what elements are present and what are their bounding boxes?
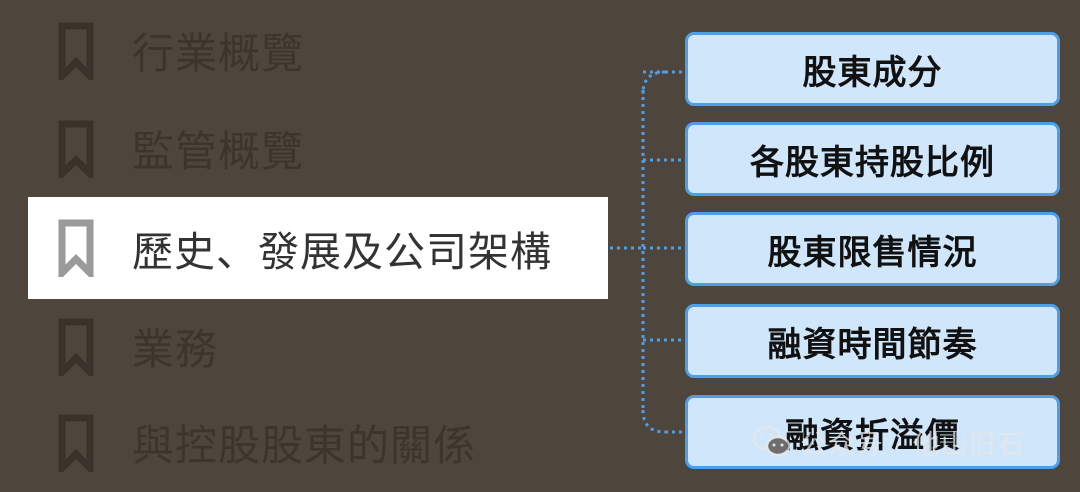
- branch-shareholder-composition: 股東成分: [685, 32, 1060, 106]
- bookmark-icon: [58, 414, 94, 472]
- bookmark-icon: [58, 318, 94, 376]
- bookmark-icon: [58, 22, 94, 80]
- branch-shareholding-ratio: 各股東持股比例: [685, 122, 1060, 196]
- menu-item-label: 業務: [132, 324, 219, 374]
- menu-item-history-structure[interactable]: 歷史、發展及公司架構: [28, 197, 608, 299]
- branch-lockup-status: 股東限售情況: [685, 212, 1060, 286]
- menu-item-label: 歷史、發展及公司架構: [132, 228, 552, 276]
- menu-item-regulatory-overview[interactable]: 監管概覽: [28, 98, 608, 198]
- menu-item-business[interactable]: 業務: [28, 296, 608, 396]
- connector-arc-top: [641, 70, 666, 95]
- watermark: 公众号 · 他山旧石: [752, 420, 1025, 464]
- branch-label: 融資時間節奏: [767, 324, 978, 365]
- menu-item-label: 與控股股東的關係: [132, 420, 477, 470]
- branch-label: 融資折溢價: [785, 415, 960, 456]
- watermark-text: 公众号 · 他山旧石: [800, 429, 1025, 461]
- connector-arc-bottom: [641, 409, 666, 434]
- connector-spine: [641, 70, 665, 410]
- branch-financing-premium-discount: 融資折溢價: [685, 395, 1060, 469]
- branch-label: 股東限售情況: [767, 232, 978, 273]
- menu-item-label: 監管概覽: [132, 126, 305, 176]
- menu-item-controlling-shareholders[interactable]: 與控股股東的關係: [28, 392, 608, 492]
- menu-item-industry-overview[interactable]: 行業概覽: [28, 0, 608, 100]
- wechat-icon: [752, 425, 791, 457]
- menu-item-label: 行業概覽: [132, 28, 305, 78]
- branch-label: 股東成分: [802, 52, 943, 93]
- branch-label: 各股東持股比例: [750, 142, 995, 183]
- bookmark-icon: [58, 219, 94, 277]
- bookmark-icon: [58, 120, 94, 178]
- branch-financing-timeline: 融資時間節奏: [685, 304, 1060, 378]
